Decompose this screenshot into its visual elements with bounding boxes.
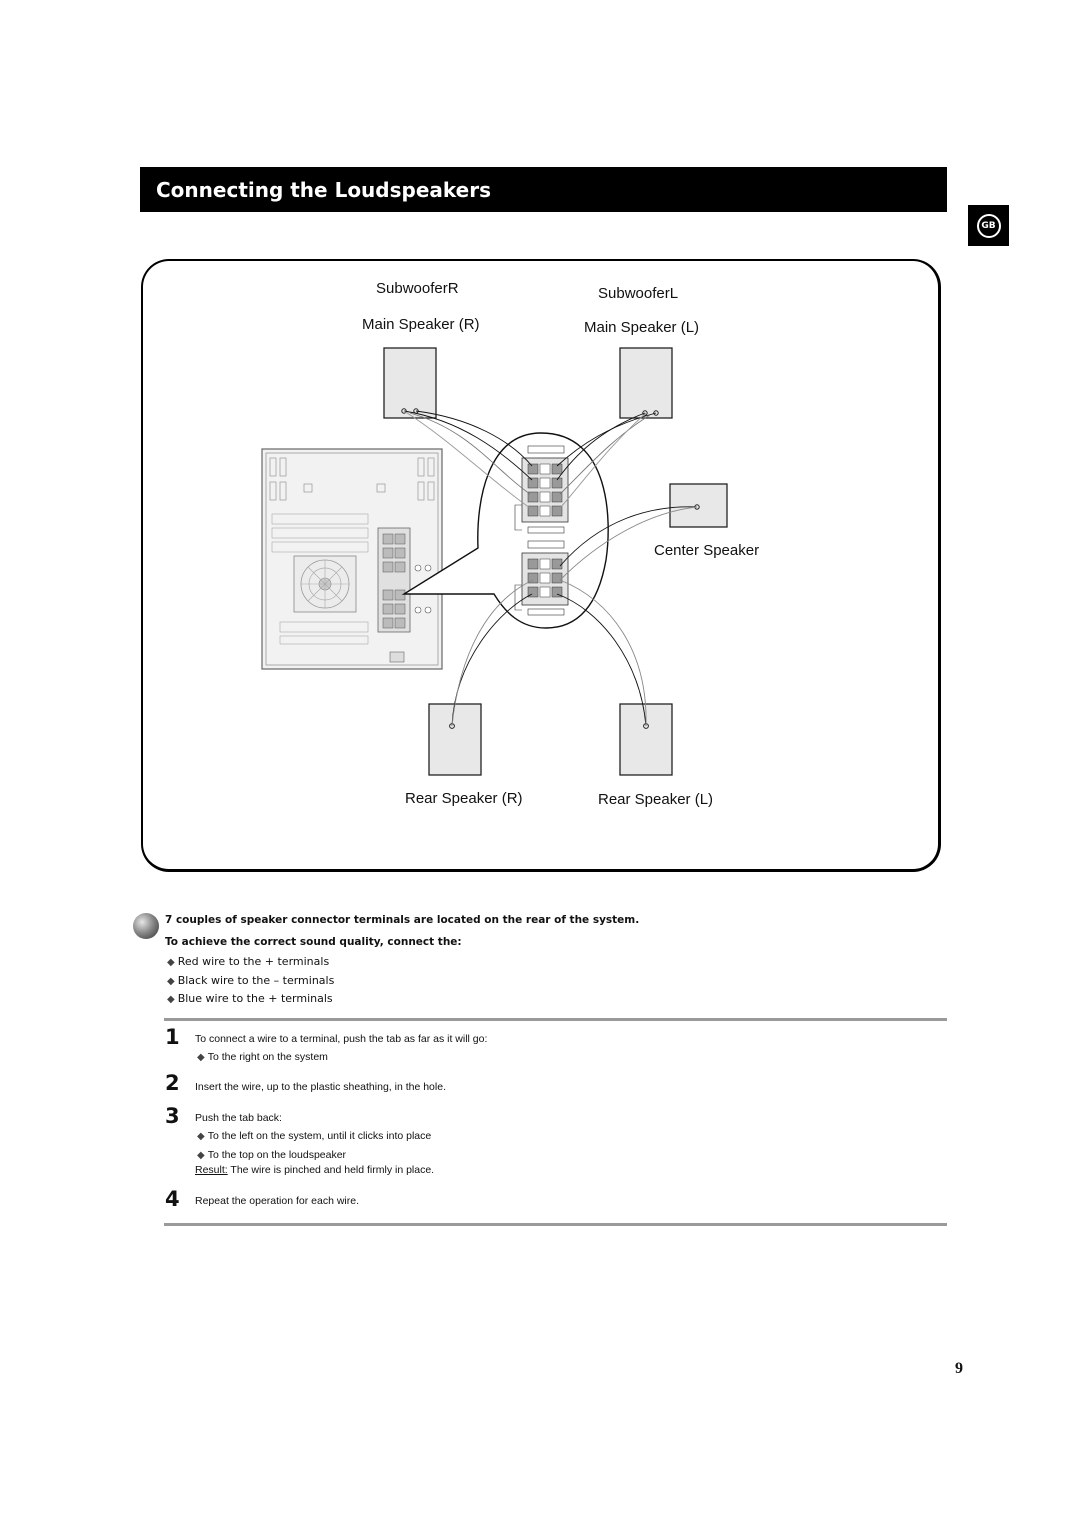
divider-bottom (164, 1223, 947, 1226)
rear-speaker-r-box (428, 703, 482, 776)
diamond-bullet-icon: ◆ (167, 976, 175, 987)
speaker-wires (403, 410, 698, 727)
step-bullet: ◆To the right on the system (197, 1051, 328, 1063)
label-subwoofer-r: SubwooferR (376, 280, 459, 297)
divider-top (164, 1018, 947, 1021)
label-rear-speaker-r: Rear Speaker (R) (405, 790, 523, 807)
step-result: Result: The wire is pinched and held fir… (195, 1164, 434, 1176)
step-text: To connect a wire to a terminal, push th… (195, 1033, 488, 1045)
intro-bullet: ◆Blue wire to the + terminals (167, 992, 333, 1005)
label-main-speaker-l: Main Speaker (L) (584, 319, 700, 336)
intro-line-2: To achieve the correct sound quality, co… (165, 936, 462, 948)
step-text: Push the tab back: (195, 1112, 282, 1124)
label-subwoofer-l: SubwooferL (598, 285, 679, 302)
step-number: 2 (165, 1071, 180, 1095)
diamond-bullet-icon: ◆ (167, 994, 175, 1005)
step-text: Repeat the operation for each wire. (195, 1195, 360, 1207)
intro-bullet: ◆Black wire to the – terminals (167, 974, 335, 987)
step-bullet: ◆To the top on the loudspeaker (197, 1149, 347, 1161)
language-badge-text: GB (976, 213, 1001, 238)
result-label: Result: (195, 1164, 228, 1176)
label-main-speaker-r: Main Speaker (R) (362, 316, 480, 333)
terminal-panel-magnified (514, 445, 569, 616)
page-title-text: Connecting the Loudspeakers (156, 177, 491, 202)
diamond-bullet-icon: ◆ (167, 957, 175, 968)
intro-line-1: 7 couples of speaker connector terminals… (165, 914, 640, 926)
page-number: 9 (955, 1360, 963, 1377)
step-bullet: ◆To the left on the system, until it cli… (197, 1130, 432, 1142)
main-unit-rear-panel (261, 448, 443, 670)
label-rear-speaker-l: Rear Speaker (L) (598, 791, 714, 808)
label-center-speaker: Center Speaker (654, 542, 760, 559)
diamond-bullet-icon: ◆ (197, 1052, 205, 1063)
step-number: 1 (165, 1025, 180, 1049)
diamond-bullet-icon: ◆ (197, 1131, 205, 1142)
step-number: 4 (165, 1187, 180, 1211)
diagram-frame (141, 259, 941, 872)
main-speaker-r-box (383, 347, 437, 419)
step-text: Insert the wire, up to the plastic sheat… (195, 1081, 446, 1093)
step-number: 3 (165, 1104, 180, 1128)
main-speaker-l-box (619, 347, 673, 419)
info-bullet-icon (133, 913, 159, 939)
diamond-bullet-icon: ◆ (197, 1150, 205, 1161)
intro-bullet: ◆Red wire to the + terminals (167, 955, 330, 968)
page-title: Connecting the Loudspeakers (140, 167, 947, 212)
result-text: The wire is pinched and held firmly in p… (227, 1164, 435, 1176)
language-badge: GB (968, 205, 1009, 246)
